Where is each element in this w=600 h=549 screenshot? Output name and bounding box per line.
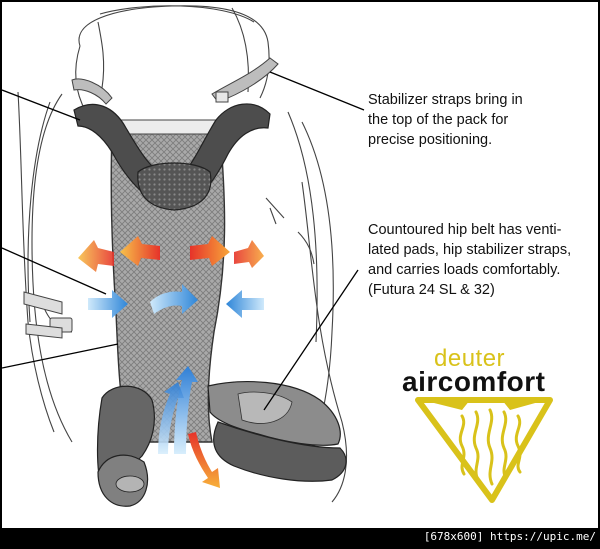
side-buckles bbox=[23, 291, 73, 339]
footer-bar bbox=[0, 528, 600, 549]
hip-belt bbox=[96, 381, 347, 507]
stabilizer-straps bbox=[71, 57, 279, 105]
air-flow-arrows bbox=[78, 236, 264, 488]
shoulder-harness bbox=[73, 103, 271, 211]
aircomfort-logo-icon bbox=[415, 397, 553, 503]
brand-deuter-wordmark: deuter bbox=[434, 345, 506, 372]
brand-aircomfort-wordmark: aircomfort bbox=[402, 366, 546, 397]
hip-belt-callout: Countoured hip belt has venti- lated pad… bbox=[368, 222, 572, 298]
leader-lines bbox=[2, 71, 365, 411]
backpack-illustration bbox=[2, 5, 553, 507]
watermark: [678x600] https://upic.me/ bbox=[423, 530, 596, 543]
stabilizer-straps-callout: Stabilizer straps bring in the top of th… bbox=[368, 92, 523, 148]
diagram-frame: Stabilizer straps bring in the top of th… bbox=[2, 2, 598, 528]
